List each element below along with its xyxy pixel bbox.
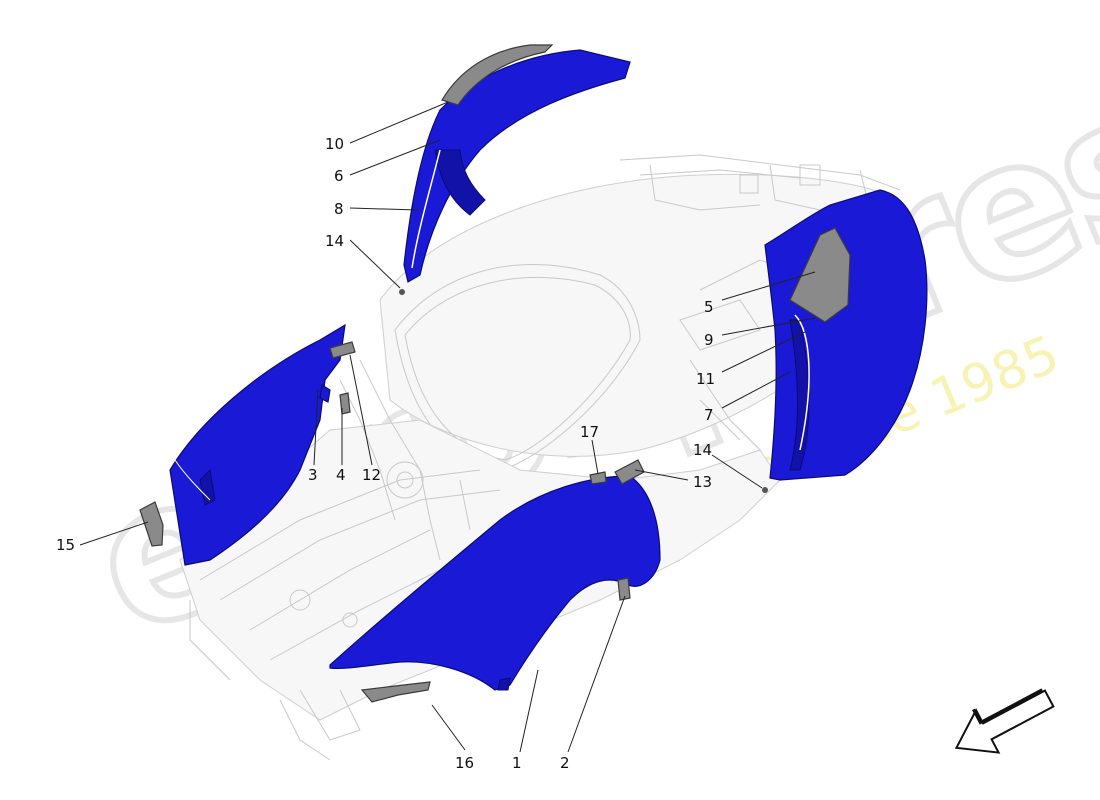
front-left-fender (169, 323, 346, 566)
callout-17: 17 (580, 423, 599, 441)
callout-11: 11 (696, 370, 715, 388)
callout-3: 3 (308, 466, 318, 484)
rear-left-arch-seal (441, 44, 554, 106)
callout-labels: 10 6 8 14 3 4 12 15 17 13 16 1 2 5 9 11 … (56, 135, 715, 772)
callout-5: 5 (704, 298, 714, 316)
front-structure-lines (189, 359, 501, 761)
callout-7: 7 (704, 406, 714, 424)
callout-12: 12 (362, 466, 381, 484)
callout-2: 2 (560, 754, 570, 772)
hinge-2 (617, 577, 631, 601)
callout-1: 1 (512, 754, 522, 772)
callout-14-right: 14 (693, 441, 712, 459)
bracket-12 (329, 341, 356, 359)
rear-right-quarter-panel (764, 189, 928, 481)
callout-16: 16 (455, 754, 474, 772)
callout-10: 10 (325, 135, 344, 153)
callout-14-left: 14 (325, 232, 344, 250)
front-right-fender (329, 475, 661, 691)
fastener-14-right (762, 487, 768, 493)
rear-left-wheelhouse-panel (403, 49, 631, 283)
front-left-bumper-trim (139, 501, 164, 547)
callout-6: 6 (334, 167, 344, 185)
rear-right-air-duct (789, 227, 851, 323)
callout-4: 4 (336, 466, 346, 484)
callout-15: 15 (56, 536, 75, 554)
bracket-3 (319, 384, 331, 403)
leader-lines (79, 101, 816, 753)
callout-8: 8 (334, 200, 344, 218)
fastener-14-left (399, 289, 405, 295)
front-right-bumper-trim (360, 681, 431, 703)
callout-13: 13 (693, 473, 712, 491)
callout-9: 9 (704, 331, 714, 349)
clip-17 (589, 471, 607, 485)
arrow-down-left-icon (954, 688, 1055, 754)
